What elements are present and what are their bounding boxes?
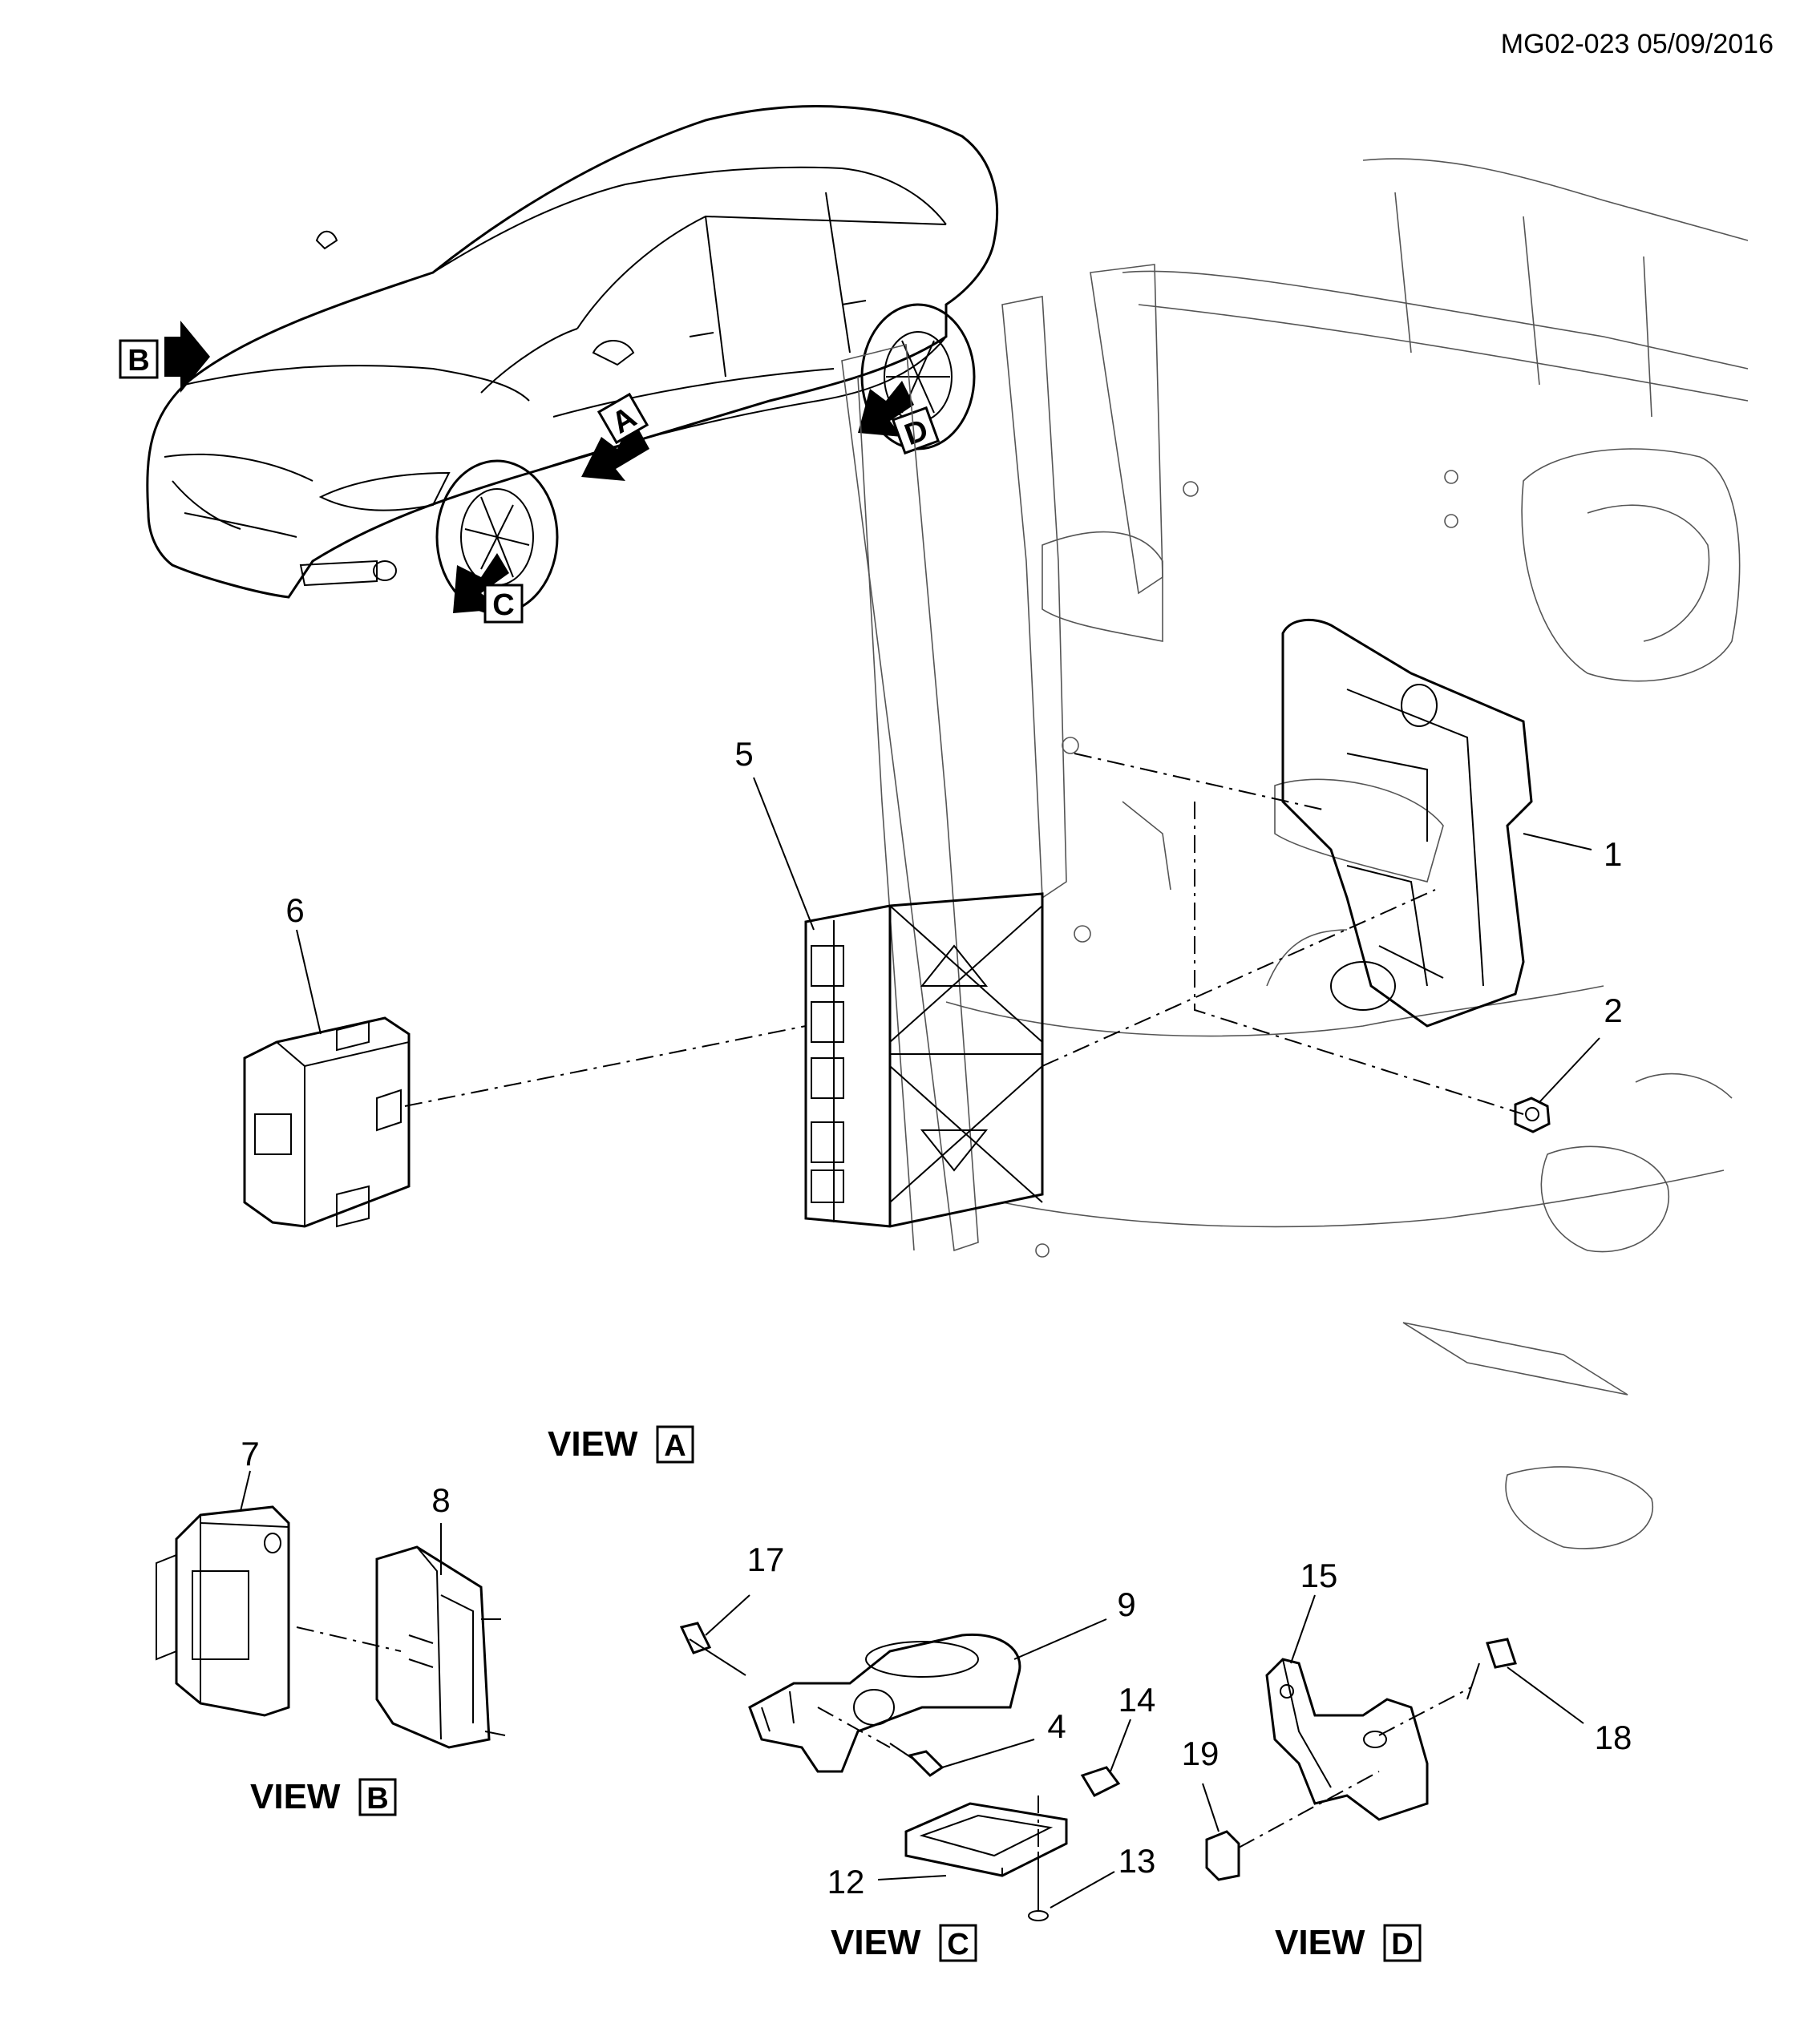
callout-8: 8 [431, 1481, 451, 1575]
callout-14: 14 [1110, 1681, 1156, 1772]
callout-12-label: 12 [827, 1863, 865, 1901]
view-label-a-letter: A [664, 1429, 686, 1463]
car-view-arrow-b: B [119, 321, 210, 393]
part-2-nut [1514, 1097, 1551, 1133]
part-12-plate [904, 1802, 1068, 1877]
callout-8-label: 8 [431, 1481, 450, 1519]
callout-2-label: 2 [1604, 992, 1622, 1029]
callout-1-label: 1 [1604, 835, 1622, 873]
part-7-module [156, 1505, 290, 1717]
view-label-a-word: VIEW [548, 1424, 638, 1464]
callout-9-label: 9 [1117, 1586, 1135, 1623]
callout-18: 18 [1507, 1666, 1632, 1756]
view-label-d-letter: D [1391, 1928, 1413, 1961]
callout-13-label: 13 [1118, 1842, 1156, 1880]
part-18-bolt [1466, 1638, 1517, 1700]
part-5-control-module [804, 892, 1044, 1228]
view-label-c-word: VIEW [831, 1923, 921, 1962]
view-label-b: VIEW B [250, 1777, 397, 1816]
view-a-guide-lines [404, 753, 1524, 1115]
view-label-c: VIEW C [831, 1923, 977, 1962]
drawing-stamp: MG02-023 05/09/2016 [1501, 29, 1774, 59]
callout-1: 1 [1523, 833, 1622, 873]
view-label-b-letter: B [366, 1782, 388, 1816]
callout-15-label: 15 [1300, 1557, 1338, 1594]
callout-6-label: 6 [285, 891, 304, 929]
callout-14-label: 14 [1118, 1681, 1156, 1719]
part-17-screw [679, 1622, 746, 1676]
callout-17-label: 17 [747, 1541, 785, 1578]
callout-15: 15 [1290, 1557, 1338, 1664]
callout-2: 2 [1539, 992, 1623, 1103]
view-c-guide-lines [817, 1707, 1039, 1852]
callout-7: 7 [240, 1435, 260, 1512]
part-19-spacer [1205, 1830, 1240, 1881]
part-14-clip [1080, 1766, 1121, 1797]
view-label-b-word: VIEW [250, 1777, 341, 1816]
callout-6: 6 [285, 891, 322, 1035]
view-label-c-letter: C [947, 1928, 969, 1961]
callout-18-label: 18 [1595, 1719, 1632, 1756]
part-4-bolt [889, 1743, 944, 1777]
callout-17: 17 [705, 1541, 785, 1636]
car-illustration [146, 105, 999, 615]
part-8-bracket [375, 1545, 506, 1749]
part-13-screw [1028, 1852, 1049, 1921]
car-view-arrow-c-letter: C [492, 588, 514, 622]
part-1-bracket [1281, 618, 1533, 1028]
car-view-arrow-d: D [858, 381, 940, 455]
part-9-bracket [748, 1633, 1021, 1773]
callout-13: 13 [1050, 1842, 1156, 1909]
car-view-arrow-a: A [581, 392, 649, 481]
body-structure [841, 158, 1749, 1549]
callout-12: 12 [827, 1863, 947, 1901]
callout-4: 4 [941, 1707, 1066, 1768]
callout-19-label: 19 [1182, 1735, 1220, 1772]
view-b-guide-line [296, 1626, 402, 1652]
callout-5-label: 5 [734, 735, 753, 773]
callout-19: 19 [1182, 1735, 1220, 1832]
callout-7-label: 7 [241, 1435, 259, 1472]
callout-4-label: 4 [1047, 1707, 1066, 1745]
view-label-a: VIEW A [548, 1424, 694, 1464]
part-6-module [243, 1016, 411, 1228]
view-label-d-word: VIEW [1275, 1923, 1365, 1962]
part-15-bracket [1265, 1658, 1429, 1821]
callout-9: 9 [1013, 1586, 1136, 1660]
car-view-arrow-c: C [453, 553, 524, 624]
callout-5: 5 [734, 735, 815, 931]
view-label-d: VIEW D [1275, 1923, 1422, 1962]
car-view-arrow-b-letter: B [127, 344, 149, 378]
view-d-guide-lines [1238, 1687, 1472, 1848]
